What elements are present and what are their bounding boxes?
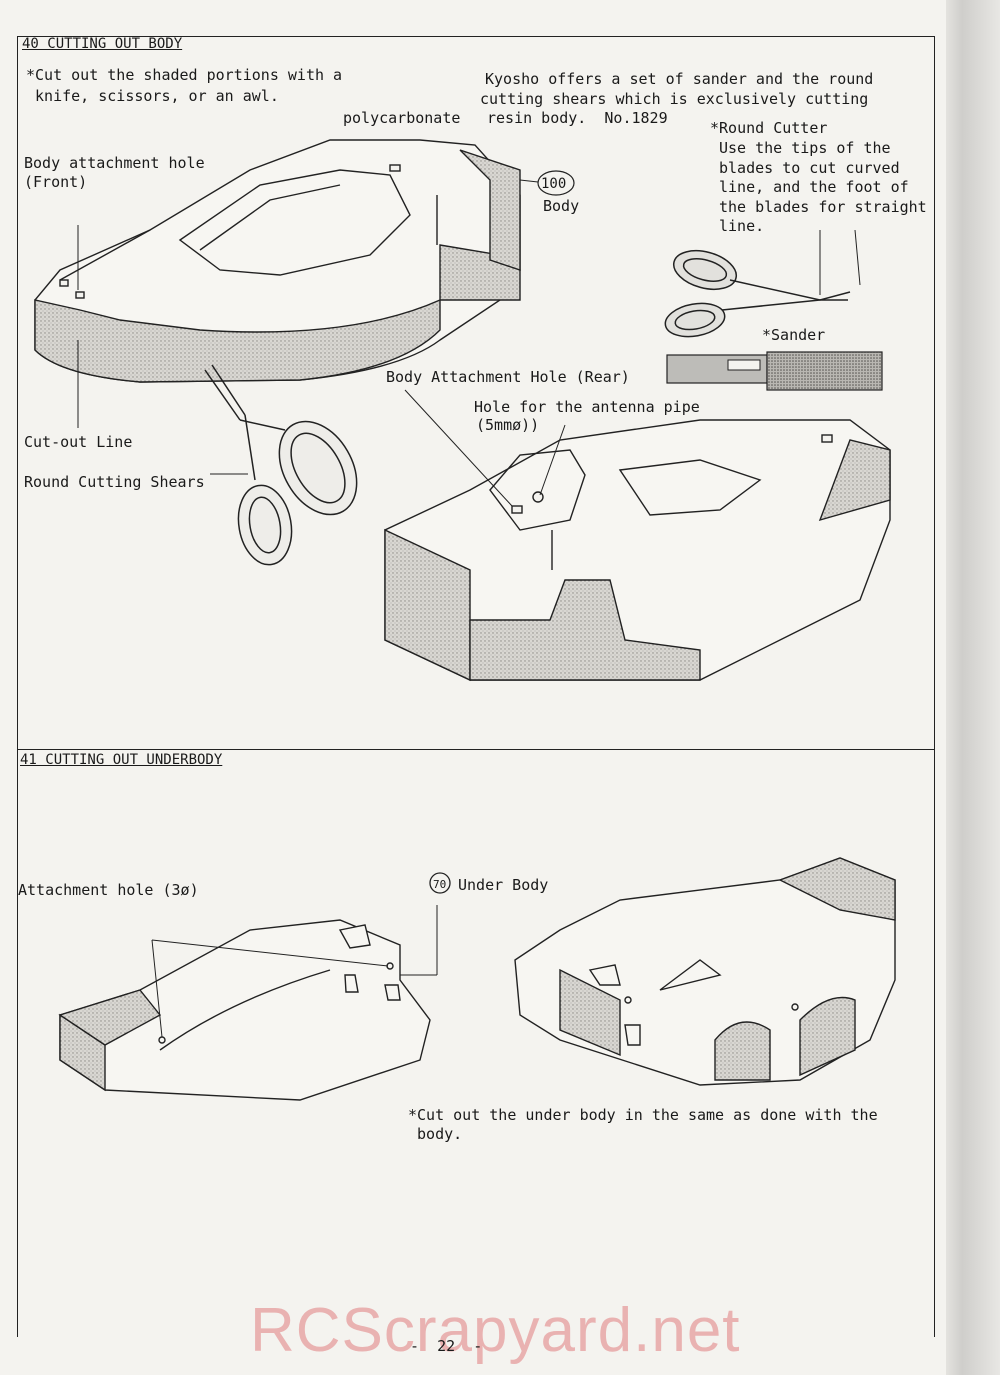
- polycarbonate-label: polycarbonate: [343, 109, 461, 127]
- round-cutter-line-1: Use the tips of the: [719, 139, 891, 157]
- round-cutter-line-5: line.: [719, 217, 765, 235]
- body-attach-front-label-1: Body attachment hole: [24, 154, 205, 172]
- kyosho-note-line-3: resin body. No.1829: [487, 109, 668, 127]
- round-cutter-line-2: blades to cut curved: [719, 159, 900, 177]
- round-cutter-line-4: the blades for straight: [719, 198, 927, 216]
- section-40-title: 40 CUTTING OUT BODY: [22, 36, 183, 52]
- round-cutter-title: *Round Cutter: [710, 119, 828, 137]
- page-number: - 22 -: [410, 1337, 483, 1355]
- antenna-hole-label-2: (5mmø)): [476, 416, 540, 434]
- kyosho-note-line-2: cutting shears which is exclusively cutt…: [480, 90, 869, 108]
- underbody-right-illustration: [514, 857, 896, 1086]
- round-cutter-illustration: [664, 249, 851, 338]
- body-part-number: 100: [541, 176, 567, 192]
- page-frame: [17, 36, 935, 1337]
- cut-note-line-2: knife, scissors, or an awl.: [26, 87, 279, 105]
- next-page-edge: [946, 0, 1000, 1375]
- body-rear-illustration: [384, 419, 891, 682]
- round-cutting-shears-illustration: [204, 364, 358, 566]
- cut-note-line-1: *Cut out the shaded portions with a: [26, 66, 343, 84]
- section-41-title: 41 CUTTING OUT UNDERBODY: [20, 752, 223, 768]
- underbody-part-number: 70: [433, 878, 447, 891]
- underbody-note-line-2: body.: [408, 1125, 463, 1143]
- underbody-part-name: Under Body: [458, 876, 549, 894]
- round-shears-label: Round Cutting Shears: [24, 473, 205, 491]
- section-divider: [17, 749, 935, 750]
- sander-label: *Sander: [762, 326, 826, 344]
- antenna-hole-label-1: Hole for the antenna pipe: [474, 398, 700, 416]
- underbody-left-illustration: [58, 919, 431, 1101]
- kyosho-note-line-1: Kyosho offers a set of sander and the ro…: [485, 70, 874, 88]
- body-front-illustration: [34, 139, 521, 383]
- body-attach-rear-label: Body Attachment Hole (Rear): [386, 368, 630, 386]
- underbody-note-line-1: *Cut out the under body in the same as d…: [408, 1106, 878, 1124]
- watermark: RCScrapyard.net: [250, 1296, 741, 1365]
- sander-illustration: [666, 351, 883, 391]
- body-part-name: Body: [543, 197, 580, 215]
- attachment-hole-label: Attachment hole (3ø): [18, 881, 199, 899]
- body-attach-front-label-2: (Front): [24, 173, 88, 191]
- round-cutter-line-3: line, and the foot of: [719, 178, 909, 196]
- cutout-line-label: Cut-out Line: [24, 433, 133, 451]
